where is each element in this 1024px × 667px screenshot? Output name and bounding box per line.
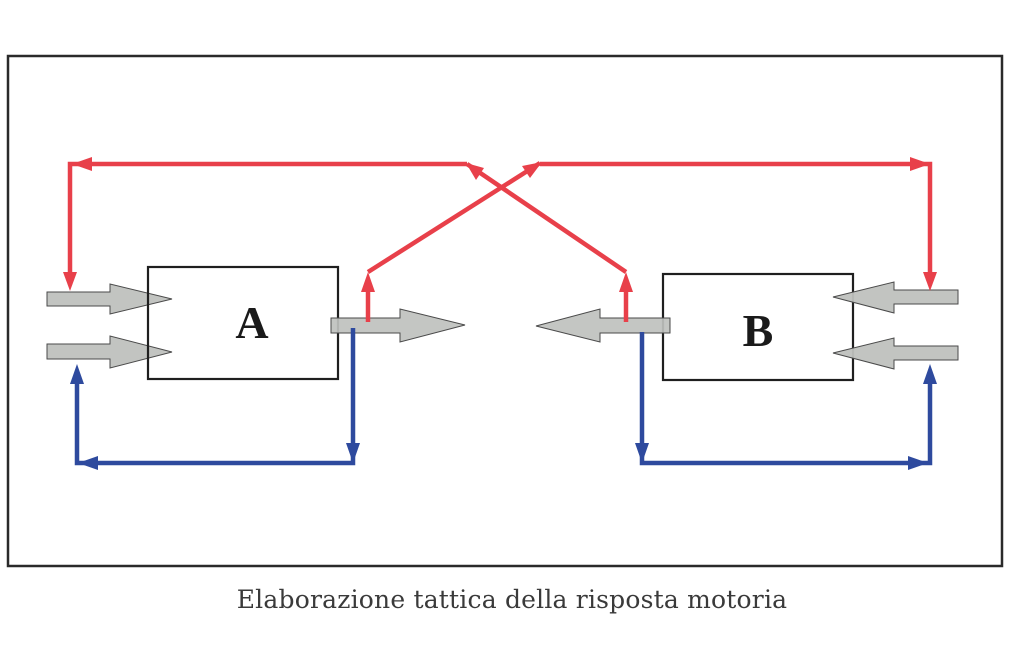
- input-arrow-b-top: [832, 281, 959, 314]
- box-b-label: B: [743, 305, 774, 356]
- red-arrowhead-up-b: [619, 272, 633, 292]
- red-arrowhead-down-b: [923, 272, 937, 291]
- red-arrowhead-cross-a: [522, 162, 542, 178]
- blue-path-a: [74, 328, 356, 466]
- output-arrow-b: [535, 308, 671, 343]
- blue-arrowhead-left-a: [78, 456, 98, 470]
- red-arrowhead-left-top: [72, 157, 92, 171]
- blue-arrowhead-up-b: [923, 364, 937, 384]
- blue-arrowhead-down-b: [635, 443, 649, 463]
- red-feedback-a-to-b: [361, 157, 937, 322]
- red-path-top-right: [540, 161, 933, 275]
- blue-path-b: [639, 332, 933, 466]
- blue-feedback-b: [635, 332, 937, 470]
- diagram-frame: [6, 54, 1004, 568]
- red-feedback-b-to-a: [63, 157, 633, 322]
- input-arrow-b-bottom: [832, 337, 959, 370]
- red-arrowhead-cross-b: [466, 163, 484, 180]
- input-arrow-a-bottom: [46, 335, 173, 369]
- red-arrowhead-down-a: [63, 272, 77, 291]
- box-a-label: A: [235, 297, 268, 348]
- red-path-a-cross: [366, 161, 542, 274]
- diagram-caption: Elaborazione tattica della risposta moto…: [236, 585, 788, 614]
- input-arrow-a-top: [46, 283, 173, 315]
- red-path-top-left: [67, 161, 467, 275]
- blue-feedback-a: [70, 328, 360, 470]
- blue-arrowhead-right-b: [908, 456, 928, 470]
- red-arrowhead-right-top: [910, 157, 930, 171]
- output-arrow-a: [330, 308, 466, 343]
- red-arrowhead-up-a: [361, 272, 375, 292]
- red-path-b-cross: [465, 162, 628, 274]
- blue-arrowhead-down-a: [346, 443, 360, 463]
- blue-arrowhead-up-a: [70, 364, 84, 384]
